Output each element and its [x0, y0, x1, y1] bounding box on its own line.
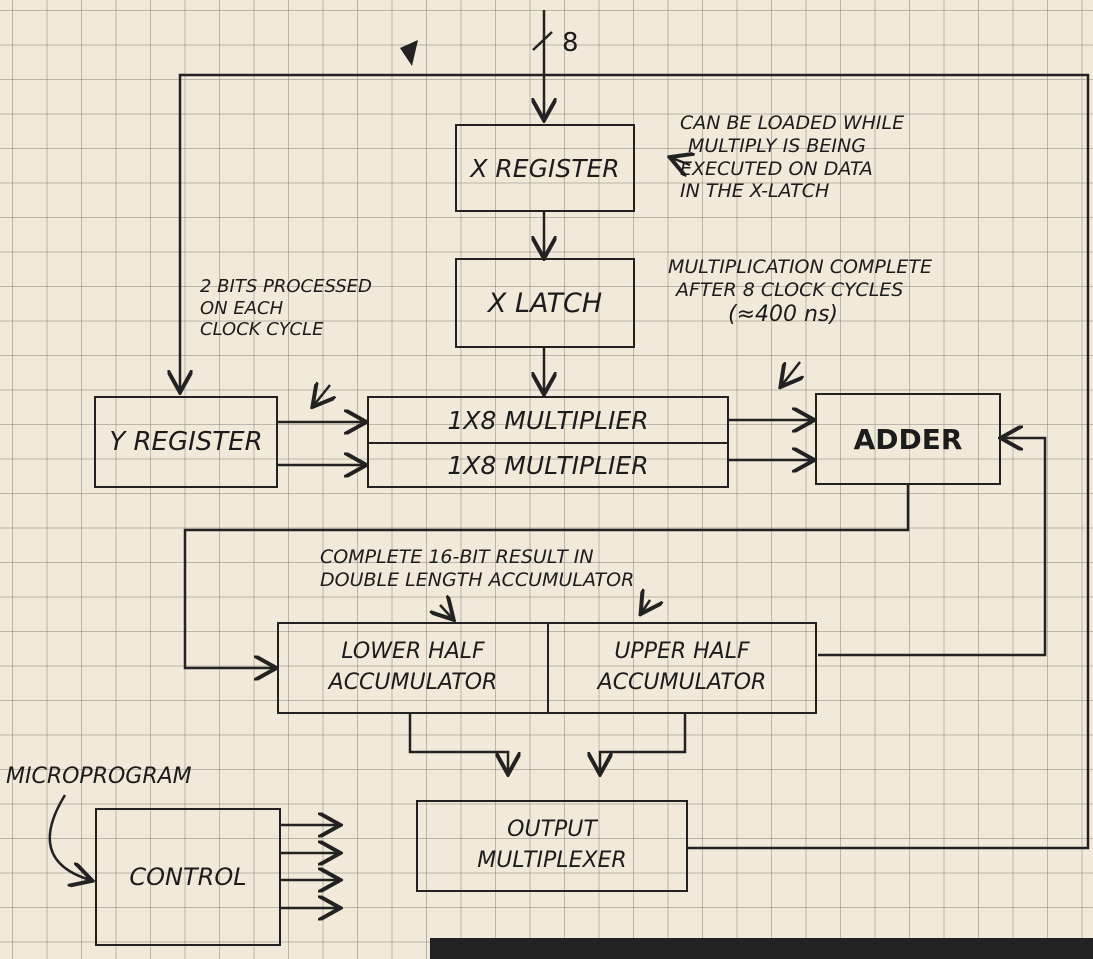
output-multiplexer-box: OUTPUT MULTIPLEXER — [416, 800, 688, 892]
scan-edge-strip — [430, 938, 1093, 959]
upper-half-accumulator-box: UPPER HALF ACCUMULATOR — [547, 622, 817, 714]
multiplier-1-box: 1X8 MULTIPLIER — [367, 396, 729, 444]
result-note-pointer-2 — [642, 600, 650, 612]
y-register-label: Y REGISTER — [109, 427, 263, 457]
multiplication-note-line-2: AFTER 8 CLOCK CYCLES — [676, 278, 904, 301]
bits-processed-note: 2 BITS PROCESSED ON EACH CLOCK CYCLE — [200, 276, 372, 341]
control-label: CONTROL — [129, 863, 247, 891]
ink-blot — [400, 40, 418, 66]
upper-accumulator-label: ACCUMULATOR — [597, 670, 767, 695]
lower-to-mux-line — [408, 712, 508, 772]
accumulator-feedback-line — [818, 438, 1047, 657]
x-register-note-line-3: EXECUTED ON DATA — [680, 157, 873, 180]
x-register-label: X REGISTER — [470, 153, 620, 183]
bus-slash — [532, 31, 553, 51]
xreg-note-pointer — [672, 158, 690, 165]
multiplier-2-label: 1X8 MULTIPLIER — [447, 450, 649, 480]
bus-to-y-register — [180, 73, 544, 390]
multiplier-2-box: 1X8 MULTIPLIER — [367, 442, 729, 488]
x-latch-label: X LATCH — [487, 287, 603, 319]
x-register-note-line-2: MULTIPLY IS BEING — [688, 134, 866, 157]
upper-to-mux-line — [600, 712, 687, 772]
result-note-pointer-1 — [440, 605, 452, 618]
upper-half-label: UPPER HALF — [614, 639, 750, 665]
bits-note-line-1: 2 BITS PROCESSED — [200, 276, 372, 297]
lower-half-label: LOWER HALF — [341, 639, 485, 665]
bus-width-label: 8 — [562, 28, 579, 58]
adder-box: ADDER — [815, 393, 1001, 485]
x-register-note: CAN BE LOADED WHILE MULTIPLY IS BEING EX… — [680, 112, 904, 203]
multiplier-1-label: 1X8 MULTIPLIER — [447, 405, 649, 435]
control-box: CONTROL — [95, 808, 281, 946]
bits-note-line-3: CLOCK CYCLE — [200, 319, 324, 341]
result-note: COMPLETE 16-BIT RESULT IN DOUBLE LENGTH … — [320, 546, 634, 592]
multiplication-note: MULTIPLICATION COMPLETE AFTER 8 CLOCK CY… — [668, 256, 932, 328]
x-register-box: X REGISTER — [455, 124, 635, 212]
multiplexer-label: MULTIPLEXER — [477, 848, 627, 873]
bits-note-pointer — [314, 385, 330, 405]
mult-note-pointer — [782, 361, 800, 385]
multiplication-note-line-1: MULTIPLICATION COMPLETE — [668, 256, 933, 278]
microprogram-arrow — [48, 794, 90, 880]
x-register-note-line-1: CAN BE LOADED WHILE — [680, 112, 905, 134]
output-label: OUTPUT — [507, 817, 597, 843]
result-note-line-1: COMPLETE 16-BIT RESULT IN — [320, 546, 594, 568]
multiplication-note-line-3: (≈400 ns) — [728, 301, 838, 327]
result-note-line-2: DOUBLE LENGTH ACCUMULATOR — [320, 568, 635, 591]
adder-to-accumulator-line — [183, 485, 910, 668]
lower-half-accumulator-box: LOWER HALF ACCUMULATOR — [277, 622, 549, 714]
lower-accumulator-label: ACCUMULATOR — [328, 670, 498, 695]
x-latch-box: X LATCH — [455, 258, 635, 348]
y-register-box: Y REGISTER — [94, 396, 278, 488]
x-register-note-line-4: IN THE X-LATCH — [680, 180, 830, 203]
microprogram-label: MICROPROGRAM — [6, 764, 192, 789]
adder-label: ADDER — [853, 422, 963, 456]
bits-note-line-2: ON EACH — [200, 297, 284, 319]
output-feedback-line — [544, 73, 1090, 850]
